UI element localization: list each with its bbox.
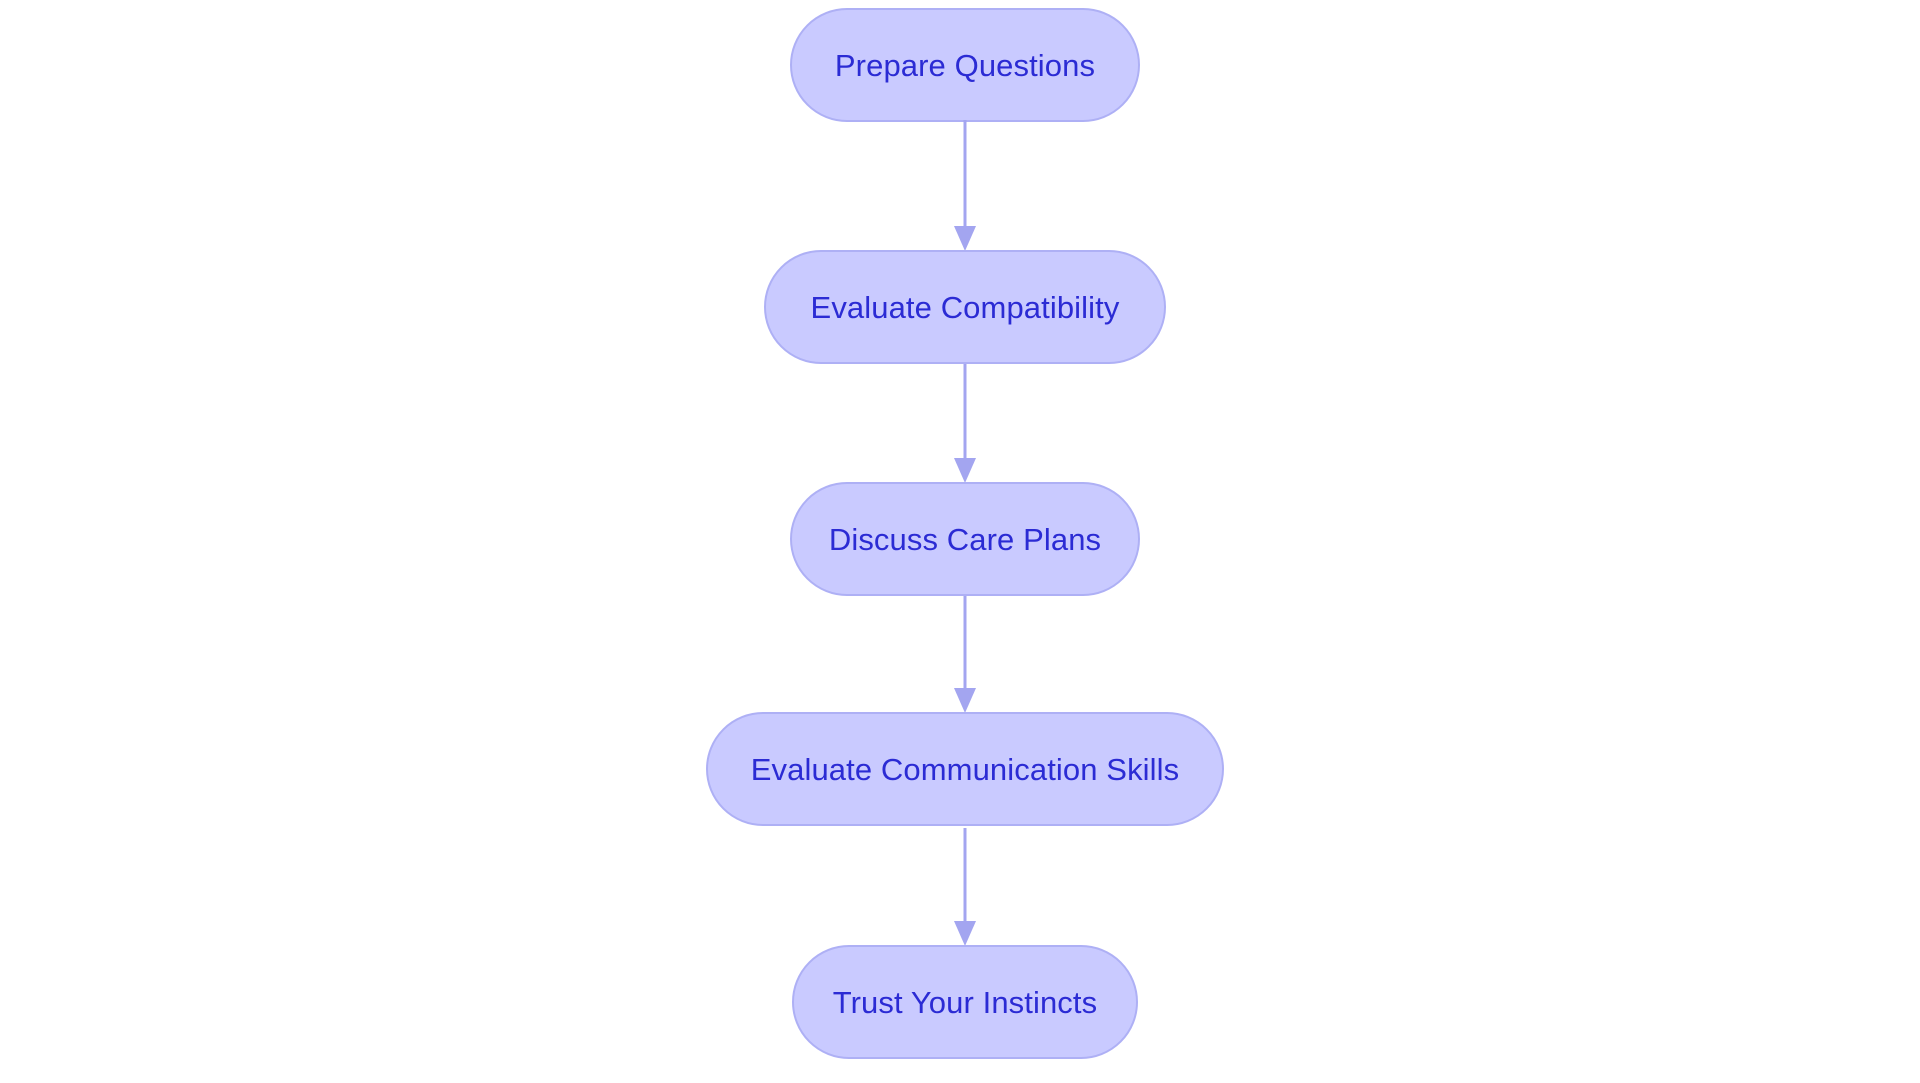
flow-node-label: Evaluate Compatibility: [810, 289, 1120, 325]
flow-node-discuss-care-plans[interactable]: Discuss Care Plans: [790, 482, 1140, 596]
arrow-down-icon: [954, 120, 976, 251]
flow-node-label: Prepare Questions: [834, 47, 1096, 83]
flow-node-trust-your-instincts[interactable]: Trust Your Instincts: [792, 945, 1138, 1059]
flow-connector-arrow-3: [945, 596, 985, 714]
arrow-down-icon: [954, 364, 976, 483]
flow-node-evaluate-communication-skills[interactable]: Evaluate Communication Skills: [706, 712, 1224, 826]
arrow-down-icon: [954, 596, 976, 713]
flow-node-evaluate-compatibility[interactable]: Evaluate Compatibility: [764, 250, 1166, 364]
flow-connector-arrow-1: [945, 120, 985, 252]
flow-node-label: Evaluate Communication Skills: [750, 751, 1180, 787]
flow-connector-arrow-4: [945, 828, 985, 947]
flow-connector-arrow-2: [945, 364, 985, 484]
arrow-down-icon: [954, 828, 976, 946]
flow-node-label: Discuss Care Plans: [828, 521, 1102, 557]
flow-node-label: Trust Your Instincts: [832, 984, 1098, 1020]
flow-node-prepare-questions[interactable]: Prepare Questions: [790, 8, 1140, 122]
